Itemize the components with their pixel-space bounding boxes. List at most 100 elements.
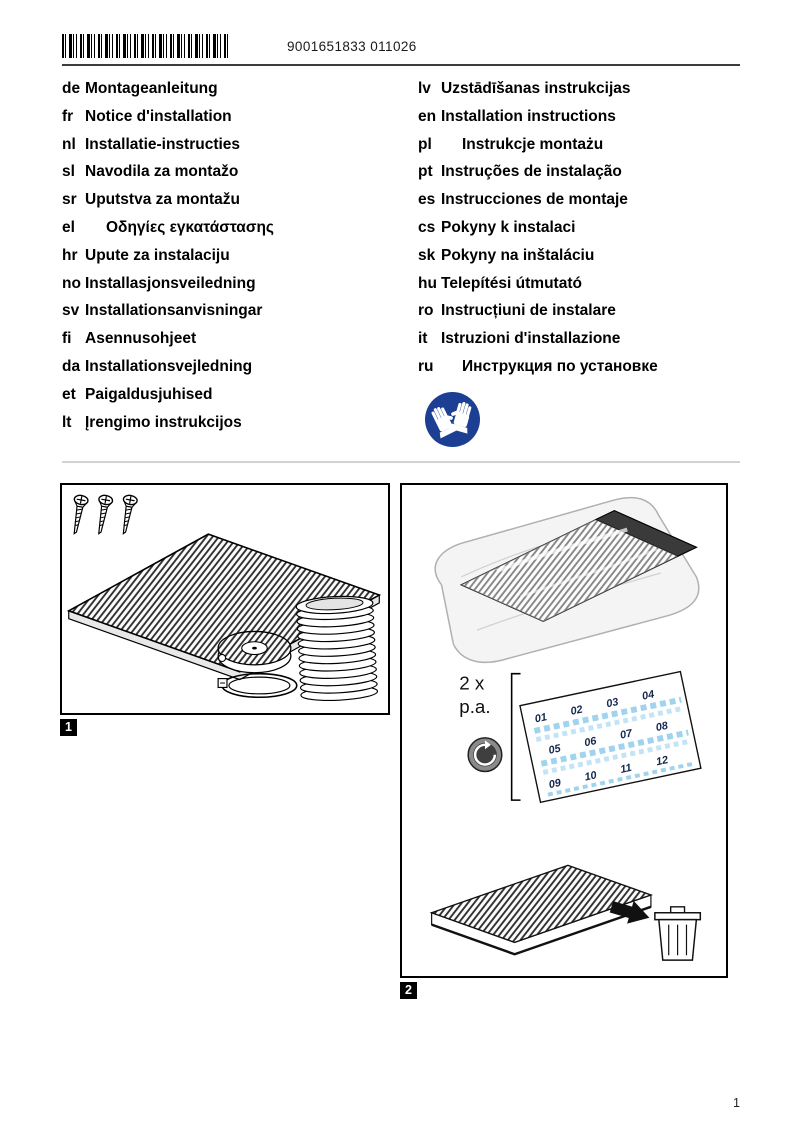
language-item-lt: lt Įrengimo instrukcijos [62,409,274,437]
language-label: Instruções de instalação [441,163,622,181]
wrapped-filter-drawing [434,496,700,664]
language-code: pl [418,135,432,153]
month-label: 06 [583,735,598,749]
language-item-lv: lv Uzstādīšanas instrukcijas [418,75,658,103]
month-label: 05 [548,742,563,756]
language-code: lt [62,413,72,431]
language-label: Upute za instalaciju [85,246,230,264]
trash-bin-icon [654,906,702,961]
figure-1-box [60,483,390,715]
language-item-hr: hr Upute za instalaciju [62,242,274,270]
language-label: Инструкция по установке [462,357,658,375]
language-label: Installationsanvisningar [85,302,263,320]
language-item-pt: pt Instruções de instalação [418,158,658,186]
language-label: Paigaldusjuhised [85,385,213,403]
section-divider [62,461,740,463]
month-label: 10 [584,769,598,783]
hose-drawing [295,595,379,702]
quantity-label: 2 x [459,673,485,694]
language-label: Installationsvejledning [85,357,253,375]
month-label: 09 [548,777,562,791]
language-label: Installasjonsveiledning [85,274,256,292]
month-label: 12 [655,754,669,768]
language-code: sv [62,302,80,320]
language-code: sk [418,246,436,264]
language-label: Telepítési útmutató [441,274,582,292]
language-code: sl [62,163,75,181]
language-label: Instrucțiuni de instalare [441,302,616,320]
arrow-icon [609,900,650,924]
language-code: ro [418,302,434,320]
language-code: da [62,357,81,375]
language-label: Asennusohjeet [85,330,197,348]
language-label: Uzstādīšanas instrukcijas [441,80,631,97]
language-item-fi: fi Asennusohjeet [62,325,274,353]
language-code: lv [418,80,431,97]
language-label: Instrucciones de montaje [441,191,628,209]
language-label: Navodila za montažo [85,163,239,181]
language-item-es: es Instrucciones de montaje [418,186,658,214]
language-label: Istruzioni d'installazione [441,330,621,348]
language-code: fi [62,330,72,348]
month-label: 11 [619,762,633,776]
language-code: el [62,218,75,236]
month-label: 02 [570,704,584,718]
language-label: Οδηγίες εγκατάστασης [106,218,274,236]
figure-1-drawing [66,493,382,702]
month-label: 07 [619,727,634,741]
language-item-el: el Οδηγίες εγκατάστασης [62,214,274,242]
language-label: Pokyny k instalaci [441,218,576,236]
protective-gloves-icon [424,391,481,448]
page-number: 1 [733,1096,740,1110]
language-label: Uputstva za montažu [85,191,241,209]
figure-2-label: 2 [400,982,417,999]
bracket [510,672,521,801]
month-label: 01 [534,711,548,725]
header-divider [62,64,740,66]
language-code: et [62,385,76,403]
month-label: 03 [605,696,619,710]
language-code: en [418,107,437,125]
language-item-pl: pl Instrukcje montażu [418,131,658,159]
document-number: 9001651833 011026 [287,39,417,54]
language-code: sr [62,191,77,209]
language-label: Instrukcje montażu [462,135,604,153]
glove-right [448,401,472,434]
language-label: Pokyny na inštaláciu [441,246,595,264]
per-annum-label: p.a. [459,696,490,717]
language-label: Įrengimo instrukcijos [85,413,242,431]
valve-drawing [217,630,292,674]
language-code: de [62,80,81,97]
language-item-sl: sl Navodila za montažo [62,158,274,186]
language-item-et: et Paigaldusjuhised [62,381,274,409]
language-item-ru: ru Инструкция по установке [418,353,658,381]
language-code: no [62,274,81,292]
language-label: Notice d'installation [85,107,232,125]
language-code: es [418,191,436,209]
figure-2-box: 2 x p.a. 01 02 03 04 05 06 07 08 [400,483,728,978]
language-item-sv: sv Installationsanvisningar [62,297,274,325]
language-label: Installatie-instructies [85,135,241,153]
language-code: ru [418,357,434,375]
indicator-dial-drawing [467,737,503,773]
calendar-sticker-drawing: 01 02 03 04 05 06 07 08 09 10 11 12 [519,670,702,804]
language-code: hr [62,246,78,264]
month-label: 08 [655,720,670,734]
clamp-ring-drawing [217,672,298,699]
language-code: pt [418,163,433,181]
barcode [62,34,230,58]
language-item-sk: sk Pokyny na inštaláciu [418,242,658,270]
discard-filter-drawing [429,864,654,956]
language-item-ro: ro Instrucțiuni de instalare [418,297,658,325]
language-code: hu [418,274,437,292]
language-label: Installation instructions [441,107,616,125]
